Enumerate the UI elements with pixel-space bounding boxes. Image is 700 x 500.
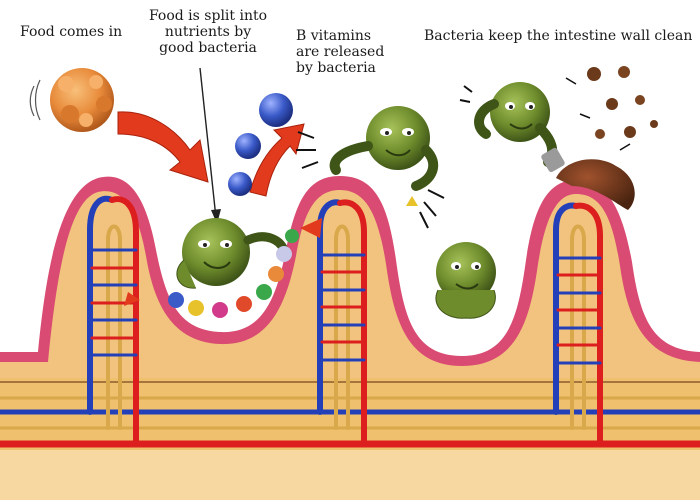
nutrient-bead-icon	[276, 246, 292, 262]
capillary-red	[556, 273, 600, 347]
caption-line: B vitamins	[296, 28, 372, 44]
broom-handle	[541, 147, 565, 173]
vitamin-spheres	[228, 93, 293, 196]
capillary	[88, 248, 138, 357]
capillary	[554, 256, 602, 365]
red-arrow-icon	[117, 111, 209, 183]
nutrient-bead-icon	[212, 302, 228, 318]
nutrient-beads	[168, 229, 299, 318]
caption-line: by bacteria	[296, 60, 376, 76]
lacteal	[106, 224, 122, 430]
nutrient-bead-icon	[236, 296, 252, 312]
capillary-red	[320, 270, 364, 344]
caption-pointer	[199, 67, 217, 219]
capillary	[318, 253, 366, 362]
caption-b-vitamins: B vitamins are released by bacteria	[296, 28, 406, 76]
vitamin-sphere-icon	[259, 93, 293, 127]
lacteal	[570, 224, 586, 430]
nutrient-bead-icon	[256, 284, 272, 300]
nutrient-bead-icon	[285, 229, 299, 243]
artery	[337, 199, 367, 447]
bacteria-character-icon	[459, 82, 565, 173]
bacteria-character-icon	[296, 106, 445, 229]
caption-food-comes-in: Food comes in	[20, 24, 160, 40]
vitamin-sphere-icon	[235, 133, 261, 159]
artery	[573, 202, 603, 447]
red-arrow-icon	[124, 292, 140, 306]
debris-clump-icon	[556, 66, 658, 210]
villus-3-vessels	[553, 202, 603, 447]
artery	[109, 196, 139, 447]
caption-line: are released	[296, 44, 385, 60]
vitamin-sphere-icon	[228, 172, 252, 196]
nutrient-bead-icon	[188, 300, 204, 316]
caption-line: Food is split into	[148, 8, 268, 24]
caption-food-split: Food is split into nutrients by good bac…	[138, 8, 278, 56]
nutrient-bead-icon	[168, 292, 184, 308]
bacteria-character-icon	[176, 218, 289, 289]
caption-line: Bacteria keep the intestine wall clean	[424, 28, 693, 44]
food-lump-icon	[29, 68, 114, 132]
caption-line: nutrients by	[164, 24, 252, 40]
caption-line: Food comes in	[20, 24, 123, 40]
red-arrow-icon	[249, 123, 305, 197]
villus-1-vessels	[87, 195, 139, 447]
caption-line: good bacteria	[159, 40, 257, 56]
bacteria-character-icon	[435, 242, 496, 319]
pointer-arrowhead	[211, 209, 221, 224]
base-band	[0, 450, 700, 500]
lacteal	[334, 224, 350, 430]
red-arrow-icon	[300, 218, 322, 238]
caption-bacteria-clean: Bacteria keep the intestine wall clean	[424, 28, 694, 44]
nutrient-bead-icon	[268, 266, 284, 282]
